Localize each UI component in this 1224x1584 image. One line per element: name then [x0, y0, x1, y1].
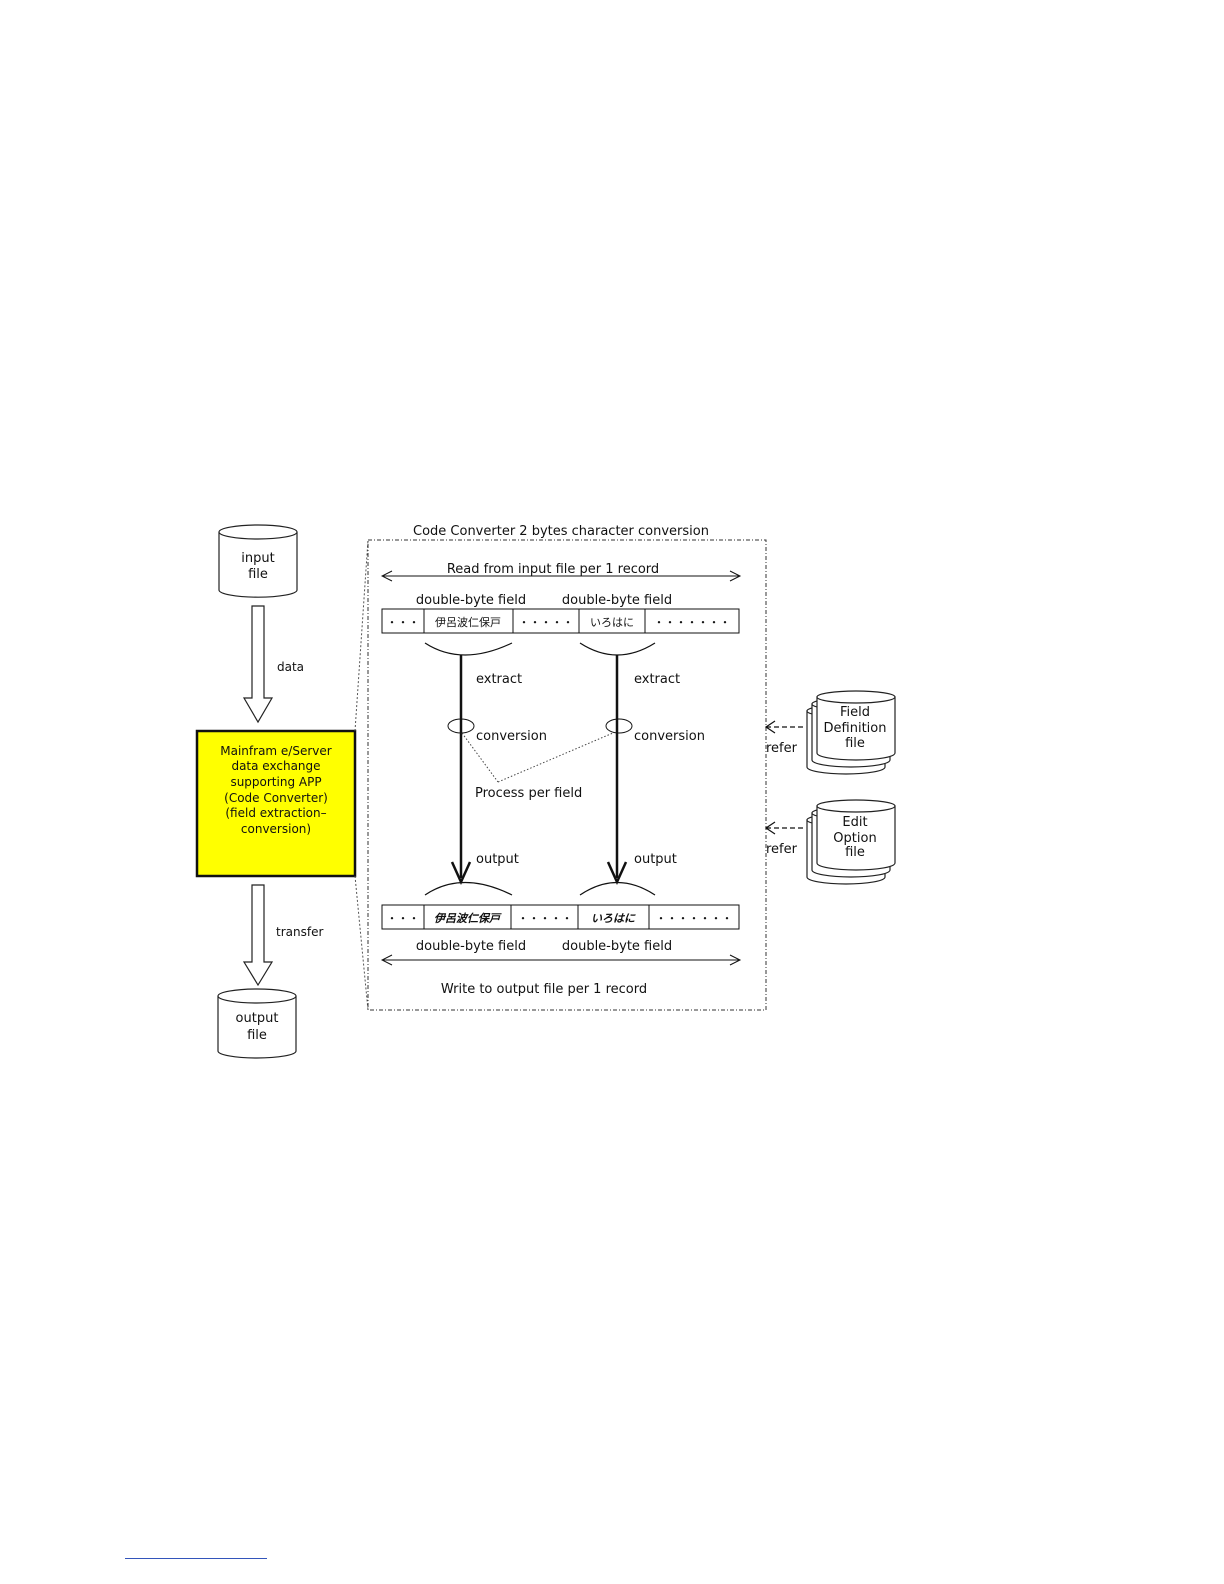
- flow-arrow-1: [450, 655, 472, 886]
- output-bracket-1: [424, 881, 513, 896]
- converter-frame: Code Converter 2 bytes character convers…: [367, 524, 767, 1011]
- refer-arrow-1: refer: [764, 720, 805, 756]
- output-file-label-2: file: [247, 1028, 267, 1043]
- read-label: Read from input file per 1 record: [447, 562, 659, 577]
- output-record: ・・・ 伊呂波仁保戸 ・・・・・ いろはに ・・・・・・・: [381, 904, 740, 930]
- conversion-label-1: conversion: [476, 729, 547, 744]
- conversion-node-2: [605, 718, 633, 734]
- data-arrow: data: [242, 605, 304, 724]
- input-cell-4: いろはに: [590, 616, 634, 629]
- edit-option-file-stack: Edit Option file: [806, 799, 896, 885]
- output-label-2: output: [634, 852, 677, 867]
- edit-option-label-3: file: [845, 845, 865, 860]
- write-label: Write to output file per 1 record: [441, 982, 647, 997]
- output-field-label-2: double-byte field: [562, 939, 672, 954]
- input-cell-2: 伊呂波仁保戸: [435, 615, 501, 629]
- output-cell-3: ・・・・・: [518, 912, 573, 925]
- app-line-1: Mainfram e/Server: [220, 744, 332, 758]
- conversion-label-2: conversion: [634, 729, 705, 744]
- output-file-label-1: output: [236, 1011, 279, 1026]
- output-field-label-1: double-byte field: [416, 939, 526, 954]
- field-definition-file-stack: Field Definition file: [806, 690, 896, 775]
- converter-title: Code Converter 2 bytes character convers…: [413, 524, 709, 539]
- input-field-label-1: double-byte field: [416, 593, 526, 608]
- extract-bracket-1: [424, 642, 513, 656]
- field-def-label-3: file: [845, 736, 865, 751]
- transfer-arrow: transfer: [242, 884, 323, 987]
- app-box: Mainfram e/Server data exchange supporti…: [195, 729, 357, 878]
- field-def-label-1: Field: [840, 705, 870, 720]
- output-cell-5: ・・・・・・・: [656, 912, 733, 925]
- zoom-connectors: [354, 539, 369, 1011]
- input-file-cylinder: input file: [218, 524, 298, 598]
- footnote-separator: [125, 1558, 267, 1559]
- flow-arrow-2: [606, 655, 628, 886]
- app-line-3: supporting APP: [230, 775, 321, 789]
- refer-arrow-2: refer: [764, 821, 805, 857]
- refer-label-1: refer: [766, 741, 798, 756]
- app-line-2: data exchange: [231, 759, 320, 773]
- output-cell-2: 伊呂波仁保戸: [434, 912, 502, 925]
- app-line-6: conversion): [241, 822, 311, 836]
- output-cell-1: ・・・: [387, 912, 420, 925]
- input-file-label-2: file: [248, 567, 268, 582]
- extract-bracket-2: [579, 642, 656, 656]
- write-arrow: Write to output file per 1 record: [380, 954, 742, 997]
- read-arrow: Read from input file per 1 record: [380, 562, 742, 582]
- field-def-label-2: Definition: [824, 721, 887, 736]
- output-file-cylinder: output file: [217, 988, 297, 1059]
- extract-label-2: extract: [634, 672, 680, 687]
- output-bracket-2: [579, 881, 656, 896]
- input-cell-1: ・・・: [387, 616, 420, 629]
- input-cell-3: ・・・・・: [519, 616, 574, 629]
- process-label: Process per field: [475, 786, 582, 801]
- transfer-label: transfer: [276, 925, 323, 939]
- edit-option-label-2: Option: [833, 831, 876, 846]
- output-label-1: output: [476, 852, 519, 867]
- app-line-4: (Code Converter): [224, 791, 328, 805]
- input-record: ・・・ 伊呂波仁保戸 ・・・・・ いろはに ・・・・・・・: [381, 608, 740, 634]
- app-line-5: (field extraction–: [225, 806, 326, 820]
- input-cell-5: ・・・・・・・: [654, 616, 731, 629]
- input-field-label-2: double-byte field: [562, 593, 672, 608]
- data-label: data: [277, 660, 304, 674]
- edit-option-label-1: Edit: [842, 815, 867, 830]
- output-cell-4: いろはに: [591, 912, 636, 925]
- refer-label-2: refer: [766, 842, 798, 857]
- input-file-label-1: input: [241, 551, 274, 566]
- extract-label-1: extract: [476, 672, 522, 687]
